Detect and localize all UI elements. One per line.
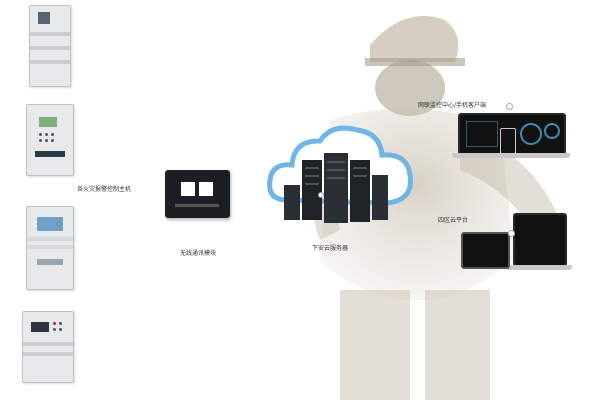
monitoring-center-label: 网联监控中心/手机客户端 — [418, 102, 487, 109]
fire-alarm-host-panel-3 — [22, 311, 74, 383]
monitoring-laptop-base — [452, 153, 570, 158]
wireless-module-label: 无线通讯模块 — [180, 250, 217, 257]
fire-alarm-host-panel-1 — [26, 104, 74, 176]
cloud-server-label: 下安云服务器 — [312, 245, 349, 252]
fire-alarm-host-panel-2 — [26, 206, 74, 290]
dispatch-laptop-screen — [513, 213, 567, 267]
monitoring-connector-dot — [506, 103, 513, 110]
fire-alarm-host-label: 各火灾报警控制主机 — [77, 186, 132, 193]
cloud-server-graphic — [267, 125, 414, 223]
dispatch-laptop-base — [506, 265, 572, 270]
monitoring-phone — [500, 128, 516, 154]
dispatch-platform-label: 四区云平台 — [438, 217, 469, 224]
fire-alarm-host-cabinet — [29, 5, 71, 87]
wireless-module-device — [165, 170, 230, 218]
dispatch-connector-dot — [508, 230, 515, 237]
dispatch-tablet — [461, 232, 510, 269]
